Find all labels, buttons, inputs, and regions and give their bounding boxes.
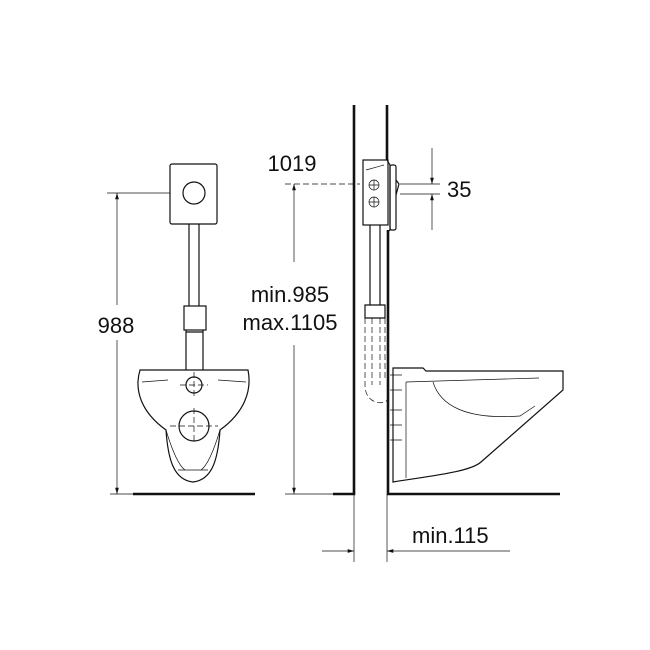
side-pipe [369,225,381,305]
dimension-35: 35 [400,148,471,230]
lower-pipe [185,330,204,370]
wall-front [333,105,356,496]
dimension-988: 988 [98,192,170,495]
front-view [133,163,255,496]
side-flush-plate [389,164,397,231]
side-view [333,105,564,496]
wc-bowl-front [137,369,250,483]
carrier-box [362,159,389,226]
dimension-label-max: max.1105 [243,310,338,335]
flush-plate [169,163,218,225]
dimension-label-1019: 1019 [268,151,317,176]
flush-button [182,181,206,205]
dimension-label-115: min.115 [412,523,489,548]
dimension-label-988: 988 [98,313,135,338]
wc-side [392,367,564,483]
pipe-coupling [183,305,207,331]
dimension-1019: 1019 min.985 max.1105 [243,151,360,495]
wall-back [385,105,560,496]
flush-pipe [188,224,200,306]
dimension-115: min.115 [322,494,510,562]
dimension-label-min: min.985 [251,282,329,307]
dimension-label-35: 35 [447,177,471,202]
